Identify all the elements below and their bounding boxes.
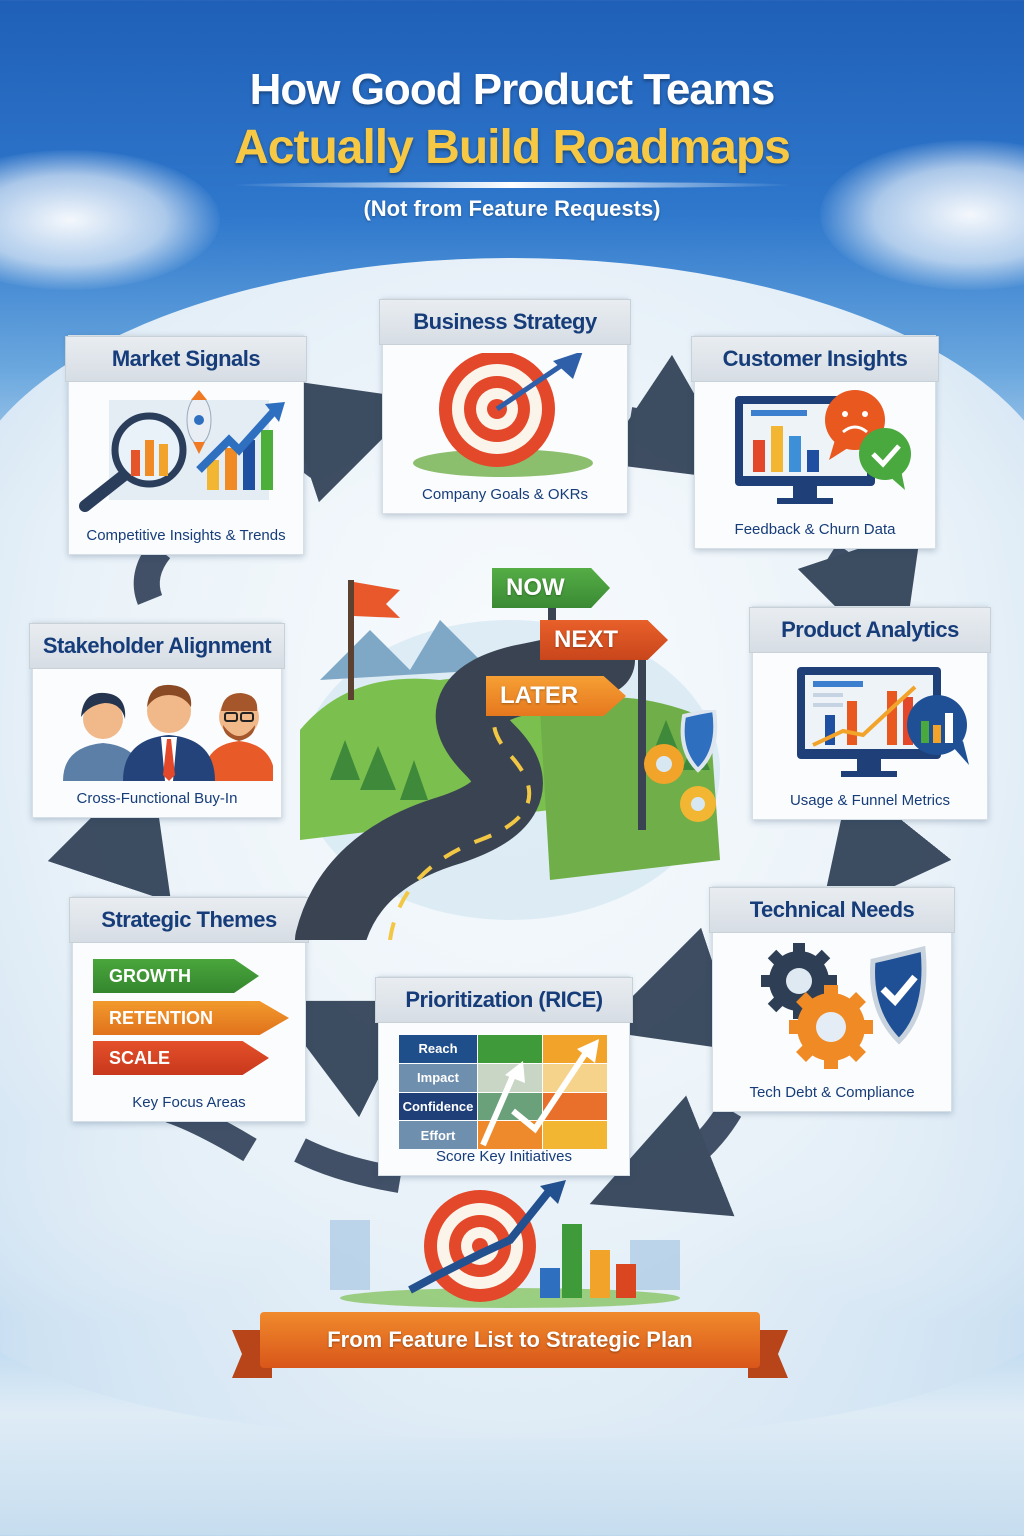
card-product-analytics: Product Analytics Usage & Funnel Metrics: [749, 606, 991, 820]
card-title: Customer Insights: [691, 336, 939, 382]
footer-target-growth-illustration: [330, 1180, 700, 1310]
center-roadmap-illustration: NOW NEXT LATER: [290, 560, 730, 975]
card-title: Product Analytics: [749, 607, 991, 653]
card-title: Strategic Themes: [69, 897, 309, 943]
card-caption: Score Key Initiatives: [436, 1148, 572, 1165]
card-stakeholder-alignment: Stakeholder Alignment Cross-Functional B…: [29, 622, 285, 818]
header: How Good Product Teams Actually Build Ro…: [0, 62, 1024, 222]
card-caption: Key Focus Areas: [132, 1094, 246, 1111]
rice-cell: [478, 1035, 542, 1063]
card-caption: Cross-Functional Buy-In: [76, 790, 238, 807]
card-technical-needs: Technical Needs Tech Debt &: [709, 886, 955, 1112]
gears-shield-decoration-icon: [644, 710, 718, 822]
title-underline: [232, 182, 792, 188]
card-title: Prioritization (RICE): [375, 977, 633, 1023]
card-caption: Company Goals & OKRs: [422, 486, 588, 503]
rice-row-confidence: Confidence: [399, 1092, 477, 1121]
monitor-feedback-bubbles-icon: [705, 390, 925, 508]
banner-text: From Feature List to Strategic Plan: [260, 1312, 760, 1368]
sign-next: NEXT: [540, 620, 668, 660]
card-caption: Tech Debt & Compliance: [749, 1084, 915, 1101]
card-prioritization-rice: Prioritization (RICE) Reach Impact Confi…: [375, 976, 633, 1176]
card-strategic-themes: Strategic Themes GROWTH RETENTION SCALE …: [69, 896, 309, 1122]
title-line-2: Actually Build Roadmaps: [234, 121, 791, 174]
card-caption: Feedback & Churn Data: [734, 521, 896, 538]
trend-up-arrow-icon: [480, 1039, 599, 1147]
three-people-icon: [43, 677, 275, 781]
card-market-signals: Market Signals Competitive Insights & Tr…: [65, 335, 307, 555]
magnifier-rocket-chart-icon: [79, 390, 293, 514]
card-title: Market Signals: [65, 336, 307, 382]
card-customer-insights: Customer Insights Feedback & Churn Data: [691, 335, 939, 549]
footer-banner: From Feature List to Strategic Plan: [232, 1312, 788, 1378]
gears-shield-icon: [723, 941, 941, 1071]
target-arrow-icon: [393, 351, 617, 477]
monitor-analytics-icon: [763, 661, 977, 779]
card-title: Stakeholder Alignment: [29, 623, 285, 669]
card-title: Business Strategy: [379, 299, 631, 345]
theme-scale: SCALE: [93, 1041, 269, 1075]
sign-now: NOW: [492, 568, 610, 608]
rice-cell: [543, 1121, 607, 1149]
rice-row-impact: Impact: [399, 1063, 477, 1092]
subtitle: (Not from Feature Requests): [363, 196, 661, 221]
card-business-strategy: Business Strategy Company Goals & OKRs: [379, 298, 631, 514]
sign-later: LATER: [486, 676, 626, 716]
card-caption: Competitive Insights & Trends: [86, 527, 286, 544]
rice-row-effort: Effort: [399, 1121, 477, 1149]
rice-cell: [478, 1092, 542, 1121]
title-line-1: How Good Product Teams: [249, 65, 776, 114]
rice-row-reach: Reach: [399, 1035, 477, 1063]
theme-growth: GROWTH: [93, 959, 259, 993]
card-caption: Usage & Funnel Metrics: [789, 792, 951, 809]
card-title: Technical Needs: [709, 887, 955, 933]
theme-retention: RETENTION: [93, 1001, 289, 1035]
